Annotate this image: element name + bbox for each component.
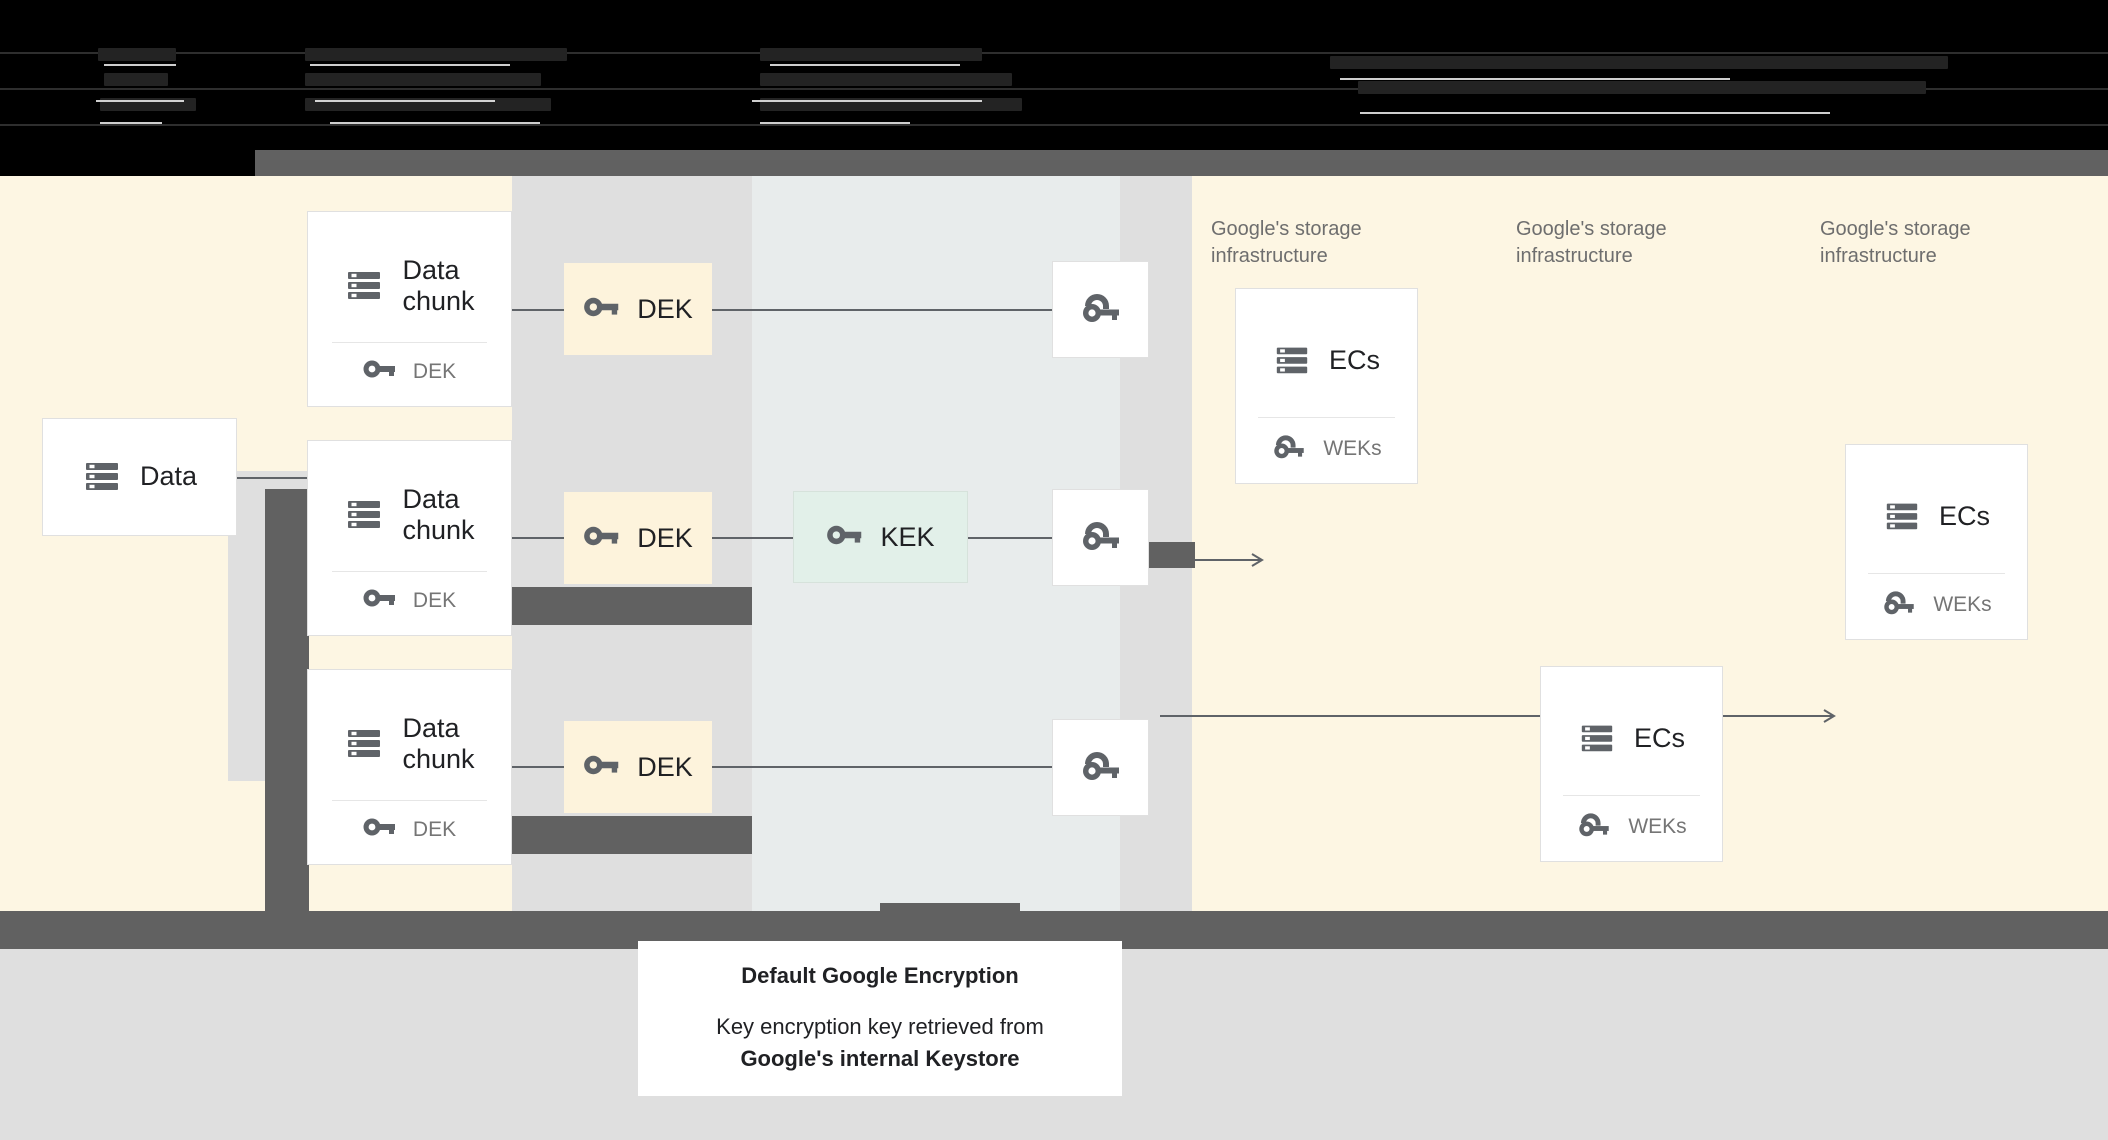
card-divider (332, 342, 487, 343)
storage-infrastructure-label-2: Google's storage infrastructure (1516, 218, 1667, 267)
wek-box-2[interactable] (1052, 489, 1149, 586)
key-icon (363, 815, 397, 844)
card-data-source-title: Data (139, 461, 198, 492)
header-column-3 (760, 48, 1030, 123)
card-ecs-2-title: ECs (1633, 723, 1685, 754)
caption-body: Key encryption key retrieved from Google… (716, 1011, 1044, 1075)
key-icon (363, 357, 397, 386)
database-icon (344, 493, 384, 538)
wrapped-key-icon (1079, 518, 1123, 557)
connector-kek-to-weks (968, 537, 1052, 539)
card-divider (1257, 417, 1396, 418)
card-ecs-1-key-label: WEKs (1323, 436, 1382, 460)
dek-box-3-label: DEK (637, 751, 693, 782)
header-column-1 (98, 48, 248, 123)
card-divider (332, 571, 487, 572)
database-icon (344, 722, 384, 767)
card-ecs-2-bottom: WEKs (1541, 796, 1722, 843)
wrapped-key-icon (1271, 432, 1307, 465)
wrapped-key-icon (1881, 588, 1917, 621)
card-data-chunk-3-title: Data chunk (402, 712, 475, 774)
caption-body-line2: Google's internal Keystore (740, 1045, 1020, 1071)
dek-box-2[interactable]: DEK (564, 492, 712, 584)
card-data-chunk-1-key-label: DEK (412, 359, 457, 383)
card-data-chunk-1-top: Data chunk (308, 230, 511, 342)
card-divider (1562, 795, 1701, 796)
card-divider (1867, 573, 2006, 574)
dek-box-2-label: DEK (637, 522, 693, 553)
card-data-chunk-1-title: Data chunk (402, 254, 475, 316)
dek-box-1-label: DEK (637, 293, 693, 324)
card-data-chunk-3-key-label: DEK (412, 817, 457, 841)
wek-box-3[interactable] (1052, 719, 1149, 816)
key-icon (826, 522, 864, 553)
card-ecs-3[interactable]: ECs WEKs (1845, 444, 2028, 640)
database-icon (1578, 718, 1616, 761)
card-data-chunk-2-key-label: DEK (412, 588, 457, 612)
card-data-chunk-2-bottom: DEK (308, 572, 511, 615)
connector-dek1-wek1 (712, 309, 1052, 311)
card-ecs-1[interactable]: ECs WEKs (1235, 288, 1418, 484)
card-data-chunk-2[interactable]: Data chunk DEK (307, 440, 512, 636)
obscured-header-region (0, 0, 2108, 176)
database-icon (1883, 496, 1921, 539)
card-ecs-1-top: ECs (1236, 305, 1417, 417)
card-data-chunk-3-bottom: DEK (308, 801, 511, 844)
card-data-chunk-2-top: Data chunk (308, 459, 511, 571)
database-icon (82, 455, 122, 500)
database-icon (344, 264, 384, 309)
key-icon (583, 294, 621, 325)
key-icon (363, 586, 397, 615)
kek-box[interactable]: KEK (793, 491, 968, 583)
caption-title: Default Google Encryption (741, 962, 1019, 988)
card-data-chunk-1-bottom: DEK (308, 343, 511, 386)
card-ecs-1-bottom: WEKs (1236, 418, 1417, 465)
card-data-chunk-2-title: Data chunk (402, 483, 475, 545)
arrow-wek2-to-ec3 (1160, 709, 1836, 723)
card-data-source-top: Data (43, 419, 236, 535)
header-column-4 (1330, 56, 1960, 106)
key-icon (583, 752, 621, 783)
dek-box-3[interactable]: DEK (564, 721, 712, 813)
caption-box: Default Google Encryption Key encryption… (638, 941, 1122, 1096)
card-ecs-2[interactable]: ECs WEKs (1540, 666, 1723, 862)
card-data-chunk-1[interactable]: Data chunk DEK (307, 211, 512, 407)
wek-box-1[interactable] (1052, 261, 1149, 358)
card-ecs-1-title: ECs (1328, 345, 1380, 376)
connector-chunk2-dek2 (512, 537, 564, 539)
card-ecs-3-title: ECs (1938, 501, 1990, 532)
wrapped-key-icon (1079, 290, 1123, 329)
card-divider (332, 800, 487, 801)
card-data-source[interactable]: Data (42, 418, 237, 536)
dek-box-1[interactable]: DEK (564, 263, 712, 355)
connector-dek3-wek3 (712, 766, 1052, 768)
card-ecs-3-bottom: WEKs (1846, 574, 2027, 621)
key-icon (583, 523, 621, 554)
card-ecs-3-key-label: WEKs (1933, 592, 1992, 616)
occlusion-bar-vertical (265, 489, 309, 945)
card-data-chunk-3-top: Data chunk (308, 688, 511, 800)
kek-box-label: KEK (880, 521, 935, 552)
diagram-canvas: Data Data chunk (0, 176, 2108, 953)
database-icon (1273, 340, 1311, 383)
card-ecs-3-top: ECs (1846, 461, 2027, 573)
connector-chunk1-dek1 (512, 309, 564, 311)
storage-infrastructure-label-3: Google's storage infrastructure (1820, 218, 1971, 267)
card-ecs-2-top: ECs (1541, 683, 1722, 795)
connector-chunk3-dek3 (512, 766, 564, 768)
header-column-2 (305, 48, 605, 123)
header-gray-block (255, 150, 2108, 176)
caption-body-line1: Key encryption key retrieved from (716, 1013, 1044, 1039)
card-ecs-2-key-label: WEKs (1628, 814, 1687, 838)
wrapped-key-icon (1079, 748, 1123, 787)
wrapped-key-icon (1576, 810, 1612, 843)
connector-data-to-chunks (228, 477, 308, 479)
card-data-chunk-3[interactable]: Data chunk DEK (307, 669, 512, 865)
storage-infrastructure-label-1: Google's storage infrastructure (1211, 218, 1362, 267)
